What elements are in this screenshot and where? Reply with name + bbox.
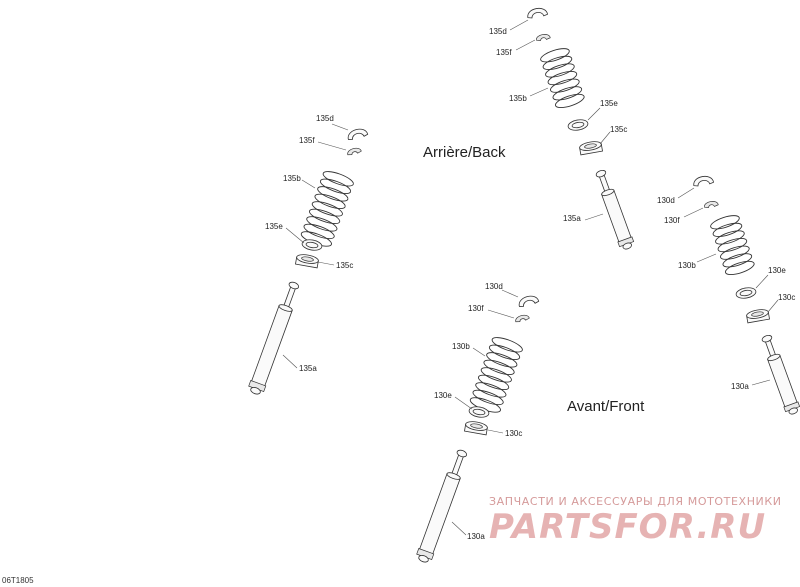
part-135e-washer: [300, 237, 324, 253]
part-130f-clip: [514, 313, 530, 324]
assembly-front-right: 130d 130f 130b 130e 130c 130a: [657, 174, 800, 415]
reference-code: 06T1805: [2, 576, 34, 585]
callout-130d: 130d: [485, 282, 503, 291]
callout-130c: 130c: [778, 293, 795, 302]
callout-135c: 135c: [610, 125, 627, 134]
assembly-rear-left: 135d 135f 135b 135e 135c 135a: [248, 114, 369, 395]
part-130b-spring: [469, 337, 523, 413]
callout-130e: 130e: [768, 266, 786, 275]
part-130b-spring: [710, 215, 755, 276]
label-back: Arrière/Back: [423, 144, 506, 161]
part-135a-shock: [595, 169, 635, 250]
callout-130c: 130c: [505, 429, 522, 438]
assembly-rear-right: 135d 135f 135b 135e 135c 135a: [489, 6, 635, 250]
callout-135a: 135a: [299, 364, 317, 373]
callout-135f: 135f: [299, 136, 315, 145]
callout-130e: 130e: [434, 391, 452, 400]
part-135d-cap: [346, 126, 369, 141]
part-130d-cap: [692, 174, 715, 188]
part-135c-collar: [578, 139, 603, 156]
callout-130a: 130a: [731, 382, 749, 391]
part-135f-clip: [346, 146, 362, 157]
callout-130d: 130d: [657, 196, 675, 205]
callout-130b: 130b: [678, 261, 696, 270]
callout-135e: 135e: [600, 99, 618, 108]
callout-135e: 135e: [265, 222, 283, 231]
part-135a-shock: [248, 281, 300, 395]
part-135b-spring: [300, 171, 354, 247]
part-135f-clip: [535, 32, 551, 42]
callout-130b: 130b: [452, 342, 470, 351]
callout-130f: 130f: [664, 216, 680, 225]
callout-135b: 135b: [283, 174, 301, 183]
part-130c-collar: [745, 307, 770, 324]
part-130e-washer: [734, 285, 758, 301]
part-135e-washer: [566, 117, 590, 133]
part-130c-collar: [464, 419, 489, 436]
part-130a-shock: [761, 334, 800, 415]
part-135b-spring: [540, 48, 585, 109]
callout-135d: 135d: [316, 114, 334, 123]
part-135c-collar: [295, 252, 320, 269]
part-135d-cap: [526, 6, 549, 20]
callout-130f: 130f: [468, 304, 484, 313]
watermark-brand: PARTSFOR.RU: [489, 507, 766, 547]
callout-135f: 135f: [496, 48, 512, 57]
part-130d-cap: [517, 293, 540, 308]
callout-135a: 135a: [563, 214, 581, 223]
label-front: Avant/Front: [567, 398, 645, 415]
part-130e-washer: [467, 404, 491, 420]
part-130a-shock: [416, 449, 468, 563]
watermark-tagline: ЗАПЧАСТИ И АКСЕССУАРЫ ДЛЯ МОТОТЕХНИКИ: [489, 495, 782, 508]
callout-135c: 135c: [336, 261, 353, 270]
assembly-front-left: 130d 130f 130b 130e 130c 130a: [416, 282, 540, 563]
callout-130a: 130a: [467, 532, 485, 541]
part-130f-clip: [703, 199, 719, 209]
callout-135d: 135d: [489, 27, 507, 36]
callout-135b: 135b: [509, 94, 527, 103]
